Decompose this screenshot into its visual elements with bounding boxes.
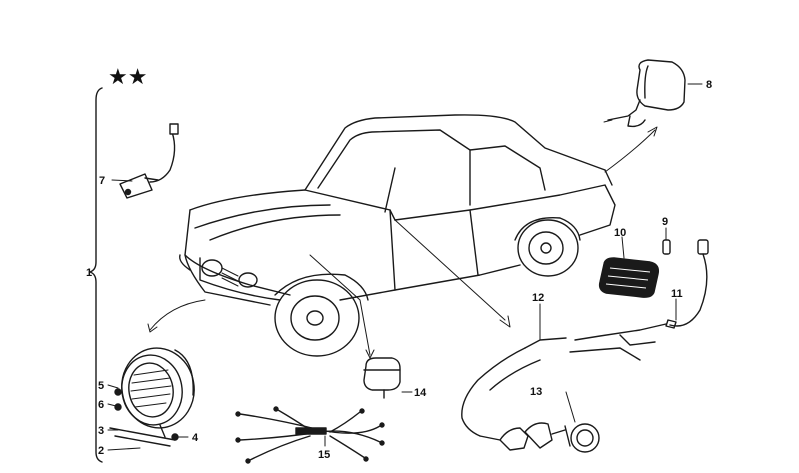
wire-loom-icon	[235, 406, 385, 464]
fog-lamp-leaders	[107, 384, 189, 451]
fog-lamp-icon	[109, 347, 195, 447]
callout-4: 4	[192, 432, 199, 444]
lens-icon	[598, 236, 660, 298]
bulb-icon	[662, 227, 671, 255]
connector-icon	[119, 123, 179, 199]
callout-13: 13	[530, 386, 542, 398]
callout-12: 12	[532, 292, 544, 304]
leader-13	[565, 391, 576, 423]
leader-7	[111, 179, 133, 182]
callout-7: 7	[99, 175, 105, 187]
callout-5: 5	[98, 380, 104, 392]
callout-8: 8	[706, 79, 712, 91]
callout-1: 1	[86, 267, 92, 279]
callout-6: 6	[98, 399, 104, 411]
stars-marker: ★★	[108, 65, 147, 90]
callout-3: 3	[98, 425, 104, 437]
mirror-lamp-icon	[603, 59, 686, 128]
callout-2: 2	[98, 445, 104, 457]
switch-icon	[499, 422, 600, 453]
callout-14: 14	[414, 387, 427, 399]
callout-11: 11	[671, 288, 683, 300]
callout-15: 15	[318, 449, 330, 461]
callout-9: 9	[662, 216, 668, 228]
car-illustration	[179, 114, 616, 357]
wiring-harness-icon	[461, 239, 709, 441]
group-bracket	[89, 87, 103, 463]
relay-icon	[363, 357, 401, 399]
callout-labels: 1 2 3 4 5 6 7 8 9 10 11 12 13 14 15	[86, 79, 712, 461]
leader-lines	[147, 126, 658, 359]
callout-10: 10	[614, 227, 626, 239]
